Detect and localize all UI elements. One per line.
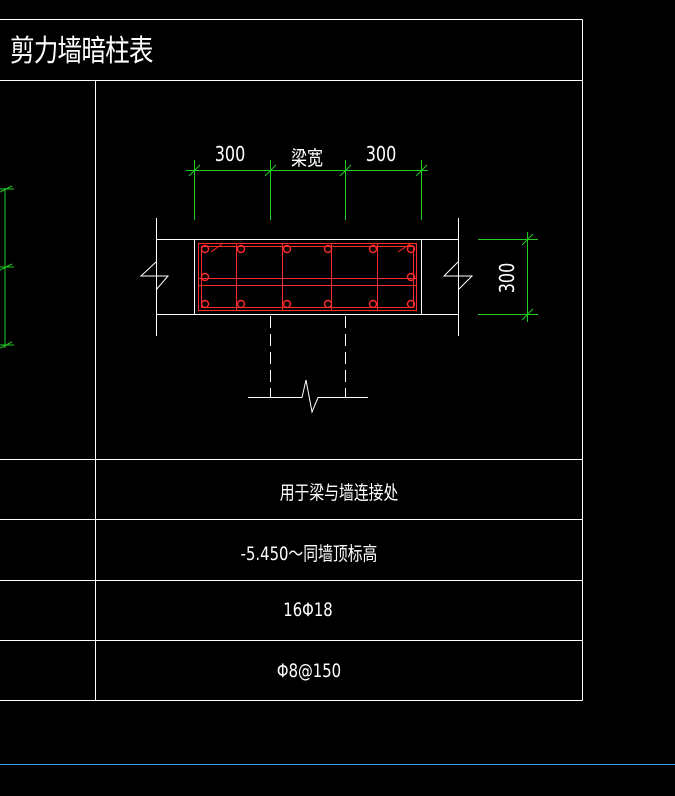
table-grid — [0, 19, 583, 701]
beam-break-symbol — [248, 379, 368, 414]
hidden-column-section — [194, 239, 422, 315]
right-break-symbol — [442, 261, 474, 291]
left-break-symbol — [139, 261, 170, 291]
dimension-right-width: 300 — [365, 142, 397, 166]
right-dimension-line — [478, 232, 538, 322]
dimension-beam-width-label: 梁宽 — [291, 146, 323, 170]
usage-cell: 用于梁与墙连接处 — [279, 482, 399, 504]
stirrup-cell: Φ8@150 — [276, 660, 342, 682]
outer-stirrup — [198, 243, 417, 311]
wall-outline — [139, 218, 474, 336]
longitudinal-rebar-cell: 16Φ18 — [283, 599, 333, 621]
left-partial-dimension — [0, 185, 14, 349]
dimension-left-width: 300 — [214, 142, 246, 166]
elevation-cell: -5.450～同墙顶标高 — [240, 543, 378, 565]
rebar-dots — [200, 244, 416, 309]
beam-outline — [248, 316, 368, 414]
table-title: 剪力墙暗柱表 — [10, 34, 153, 69]
dimension-height: 300 — [495, 262, 519, 294]
top-dimension-line — [186, 160, 428, 220]
